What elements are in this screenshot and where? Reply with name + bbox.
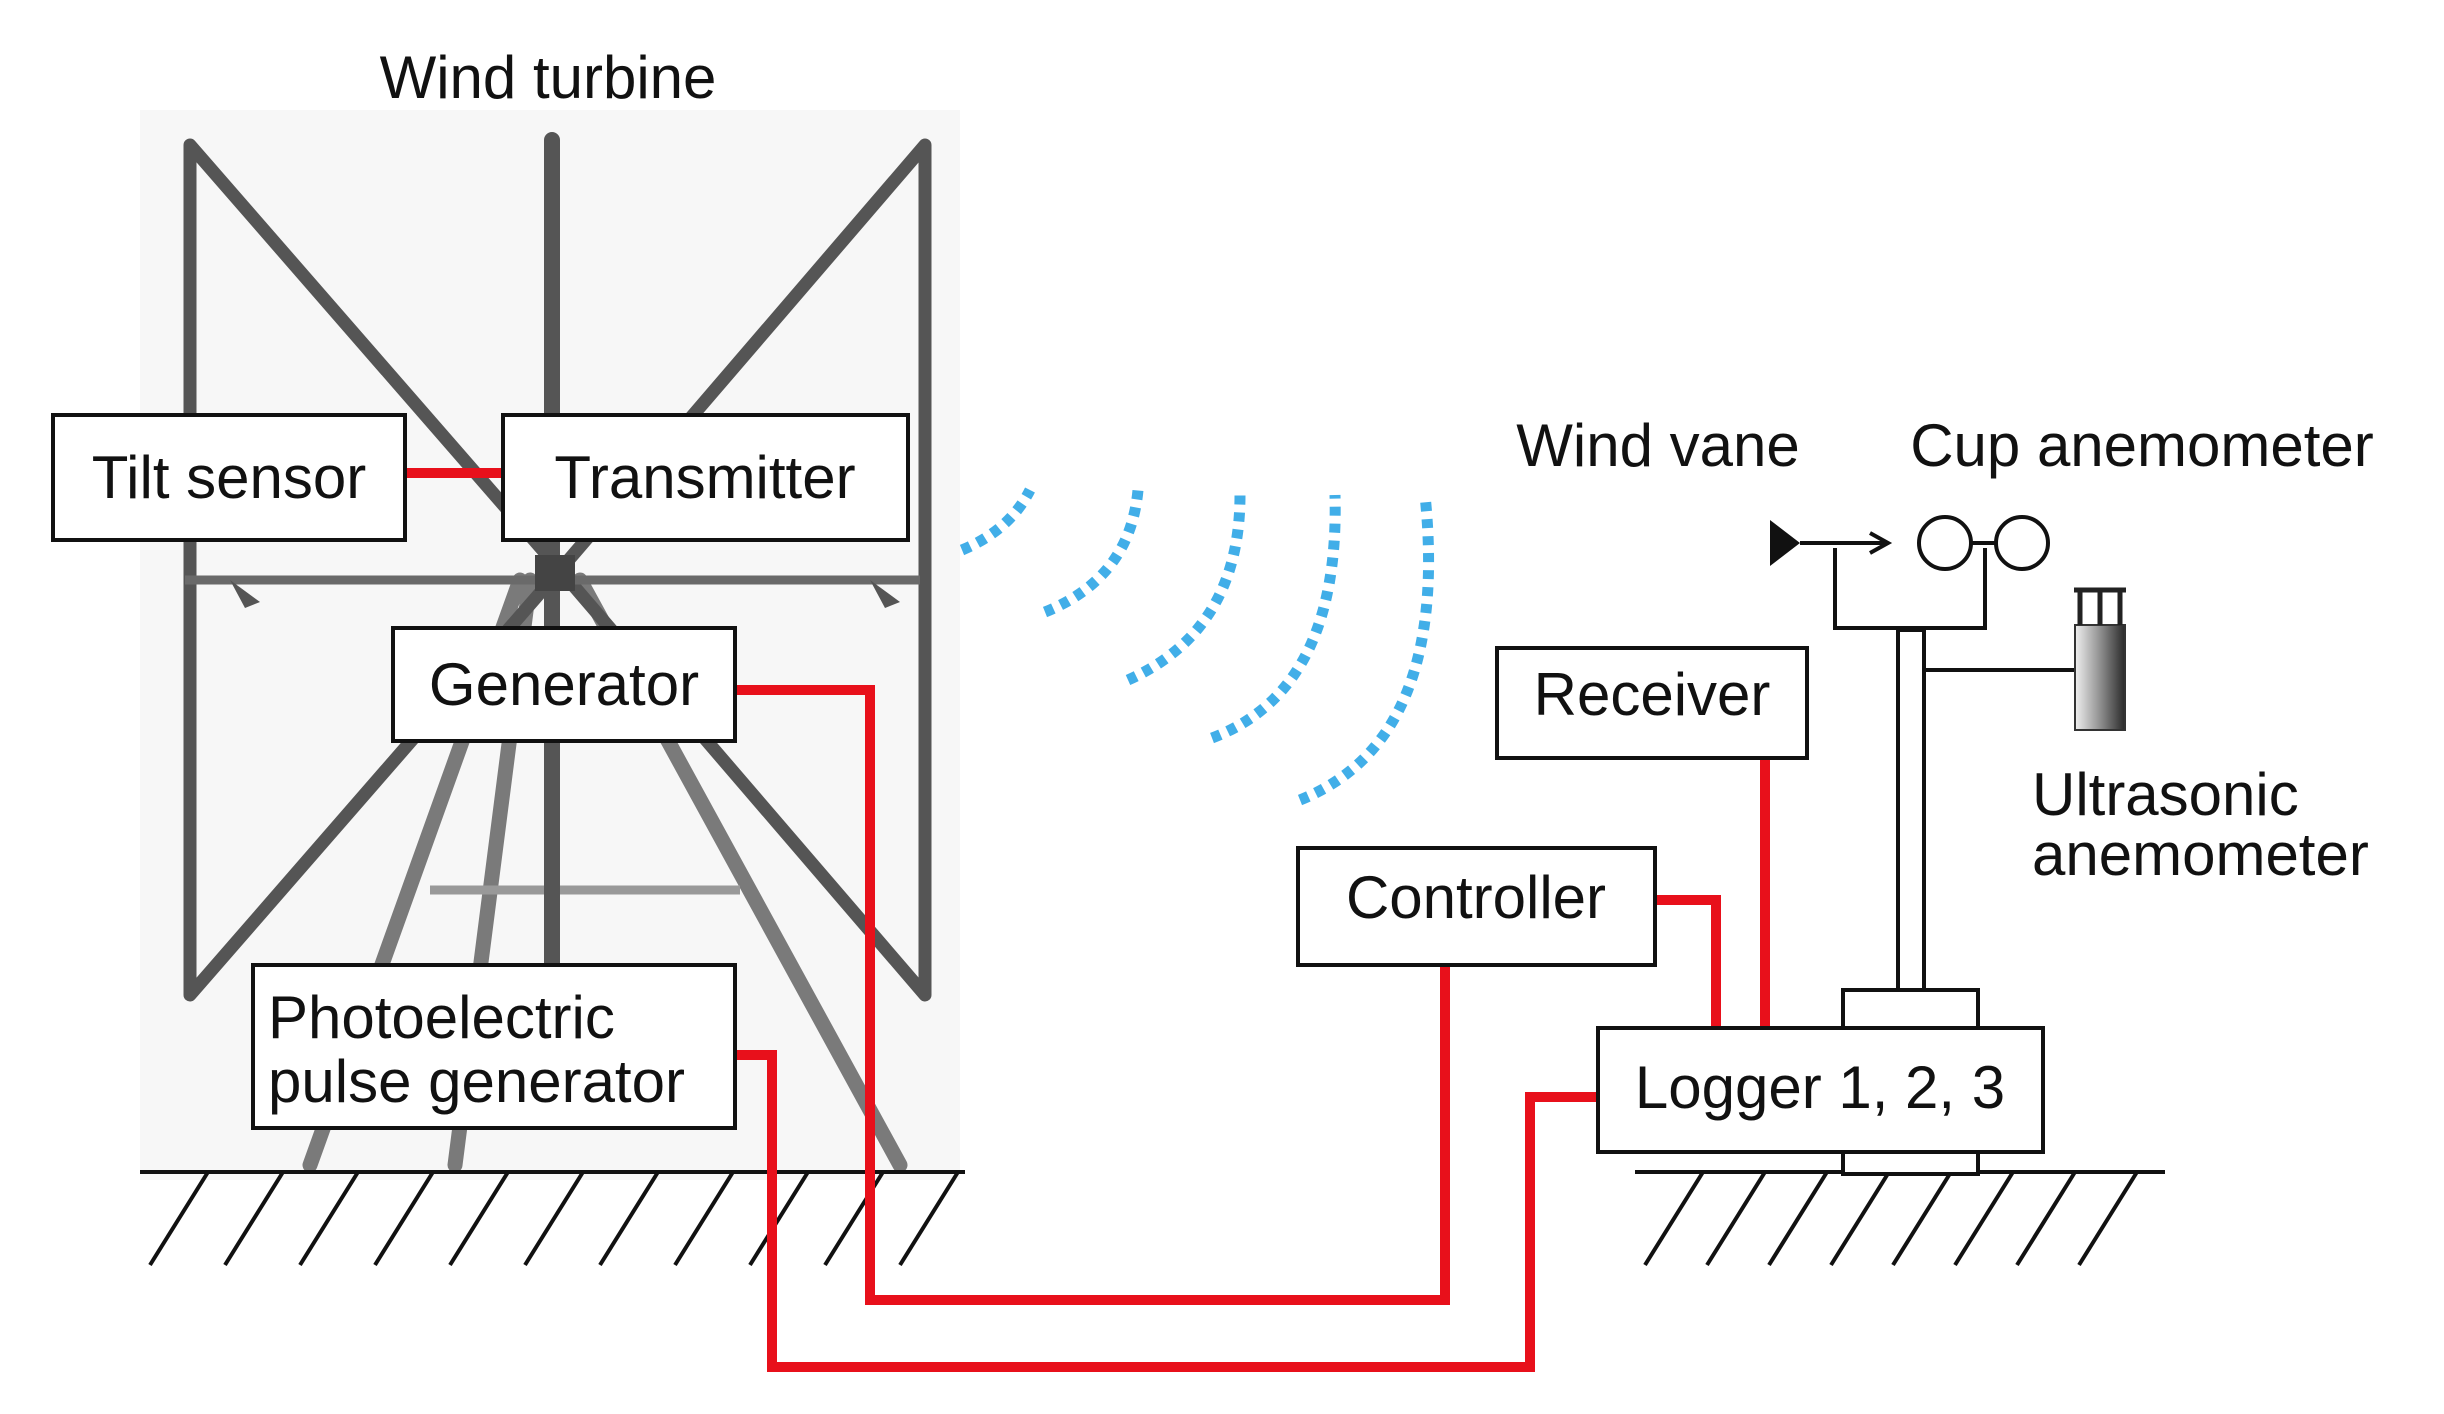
radio-wave-4 (1210, 494, 1341, 744)
ultrasonic-anemometer-icon (2074, 587, 2126, 731)
rotor-hub (535, 555, 575, 591)
instrument-bracket (1833, 548, 1987, 630)
logger-box: Logger 1, 2, 3 (1596, 1026, 2045, 1154)
controller-box: Controller (1296, 846, 1657, 967)
wind-turbine-label: Wind turbine (380, 44, 717, 111)
radio-waves (959, 487, 1435, 806)
ground-hatch-line (223, 1170, 285, 1267)
radio-wave-5 (1297, 494, 1435, 806)
ground-hatch-line (373, 1170, 435, 1267)
receiver-label: Receiver (1534, 661, 1771, 728)
controller-label: Controller (1346, 864, 1606, 931)
ground-hatch-line (673, 1170, 735, 1267)
mast-base-top (1841, 988, 1980, 1032)
ground-hatch-line (1953, 1170, 2015, 1267)
wind-vane-icon (1770, 520, 1893, 566)
ground-left (140, 1170, 965, 1267)
rotor-blade-right (553, 138, 932, 1002)
radio-wave-2 (1042, 489, 1144, 618)
ground-hatch-line (1891, 1170, 1953, 1267)
photoelectric-pulse-generator-box: Photoelectric pulse generator (251, 963, 737, 1130)
mast-pole (1896, 628, 1926, 992)
radio-wave-1 (959, 487, 1035, 556)
wind-vane-label: Wind vane (1516, 412, 1799, 479)
ground-right (1635, 1170, 2165, 1267)
ultrasonic-label-line2: anemometer (2032, 821, 2369, 888)
ground-hatch-line (1829, 1170, 1891, 1267)
photoelectric-label-line2: pulse generator (268, 1048, 685, 1115)
arm-bracket-right (870, 580, 900, 608)
transmitter-label: Transmitter (554, 444, 855, 511)
ultrasonic-label-line1: Ultrasonic (2032, 761, 2299, 828)
ground-hatch-line (1643, 1170, 1705, 1267)
ground-hatch-line (298, 1170, 360, 1267)
mast-base-bottom (1841, 1150, 1980, 1176)
logger-label: Logger 1, 2, 3 (1635, 1054, 2005, 1121)
wire-pulse-generator-to-logger (735, 1050, 1598, 1372)
generator-label: Generator (429, 651, 699, 718)
rotor-blade-left (183, 138, 567, 1002)
wire-controller-to-logger (1655, 895, 1721, 1028)
ground-hatch-line (2077, 1170, 2139, 1267)
radio-wave-3 (1125, 494, 1246, 686)
ground-hatch-line (748, 1170, 810, 1267)
ground-hatch-line (523, 1170, 585, 1267)
wire-generator-to-controller (735, 685, 1450, 1305)
ground-hatch-line (2015, 1170, 2077, 1267)
cup-anemometer-icon (1917, 515, 2050, 571)
ground-hatch-line (448, 1170, 510, 1267)
signal-cables (405, 468, 1770, 1372)
ground-hatch-line (1705, 1170, 1767, 1267)
ground-hatch-line (898, 1170, 960, 1267)
generator-box: Generator (391, 626, 737, 743)
ground-hatch-line (1767, 1170, 1829, 1267)
met-mast (1770, 515, 2126, 1176)
tilt-sensor-box: Tilt sensor (51, 413, 407, 542)
ground-hatch-line (148, 1170, 210, 1267)
transmitter-box: Transmitter (501, 413, 910, 542)
ground-hatch-line (598, 1170, 660, 1267)
cup-anemometer-label: Cup anemometer (1910, 412, 2374, 479)
receiver-box: Receiver (1495, 646, 1809, 760)
tilt-sensor-label: Tilt sensor (92, 444, 367, 511)
arm-bracket-left (230, 580, 260, 608)
photoelectric-label-line1: Photoelectric (268, 984, 615, 1051)
